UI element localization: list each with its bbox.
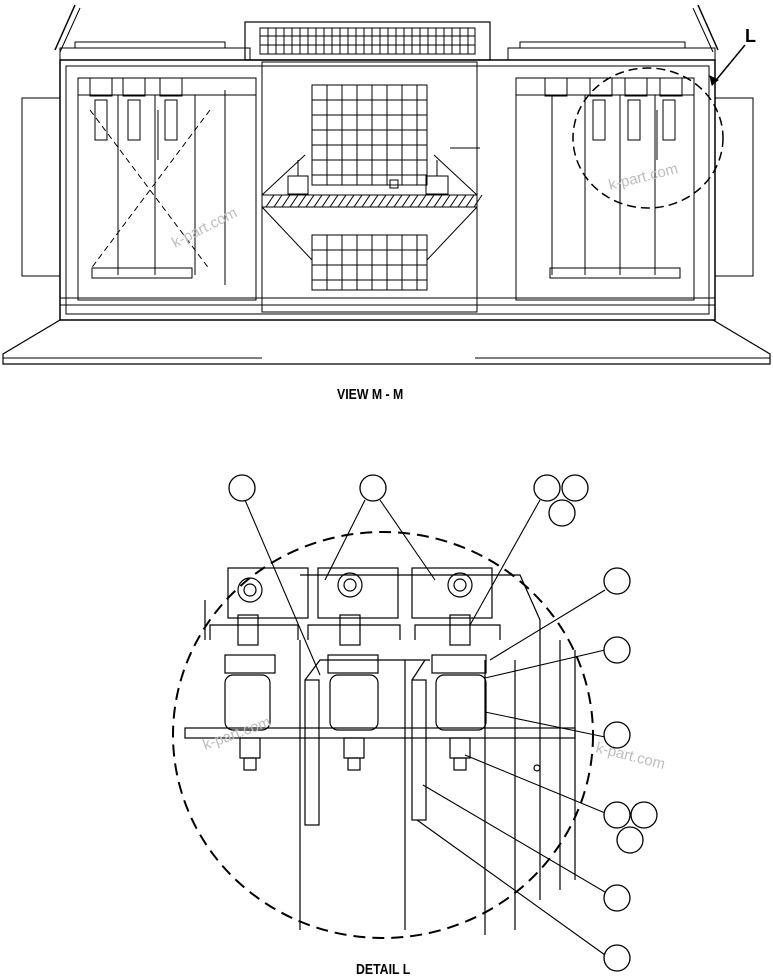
callout-balloon — [603, 636, 631, 664]
watermark-text: k-part.com — [201, 714, 273, 754]
callout-balloons — [228, 474, 658, 972]
callout-balloon — [616, 826, 644, 854]
callout-balloon — [548, 499, 576, 527]
callout-balloon — [359, 474, 387, 502]
callout-balloon — [533, 474, 561, 502]
view-m-m-assembly — [2, 4, 771, 365]
callout-balloon — [630, 801, 658, 829]
callout-balloon — [603, 944, 631, 972]
callout-balloon — [228, 474, 256, 502]
watermark-text: k-part.com — [169, 204, 240, 251]
callout-balloon — [603, 721, 631, 749]
view-caption: VIEW M - M — [337, 386, 404, 403]
detail-marker: L — [745, 26, 756, 46]
callout-balloon — [561, 474, 589, 502]
watermark-text: k-part.com — [594, 739, 667, 773]
leader-lines — [244, 499, 611, 956]
callout-balloon — [603, 801, 631, 829]
detail-l-enlargement — [172, 531, 594, 939]
callout-balloon — [603, 884, 631, 912]
watermark-text: k-part.com — [607, 160, 680, 194]
callout-balloon — [603, 567, 631, 595]
detail-caption: DETAIL L — [356, 961, 411, 978]
